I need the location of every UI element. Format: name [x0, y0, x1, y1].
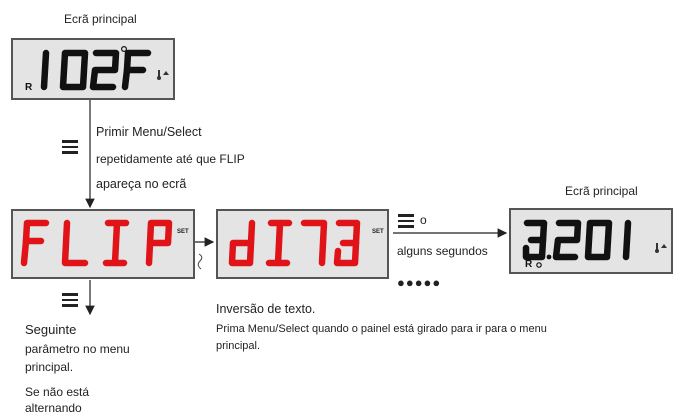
- lcd-display-flipped: SET: [216, 209, 389, 279]
- r-indicator-right: R: [525, 259, 533, 270]
- press-menu-line2: repetidamente até que FLIP: [96, 152, 245, 166]
- segment-text-flipped: [228, 219, 361, 267]
- rotation-icon: [197, 253, 203, 270]
- progress-dots: ●●●●●: [397, 275, 442, 290]
- r-indicator: R: [25, 82, 33, 93]
- inversion-line2: principal.: [216, 340, 261, 352]
- few-seconds-label: alguns segundos: [397, 244, 488, 258]
- next-line2: parâmetro no menu: [25, 342, 130, 356]
- set-indicator: SET: [177, 229, 189, 235]
- press-menu-line1: Primir Menu/Select: [96, 125, 202, 139]
- segment-digits-flipped-temp: [522, 219, 632, 268]
- inversion-title: Inversão de texto.: [216, 302, 316, 316]
- thermometer-icon-right: [655, 243, 667, 253]
- not-toggling-line1: Se não está: [25, 385, 90, 399]
- segment-text-FLIP: [20, 219, 173, 267]
- segment-digits-102F: [40, 45, 152, 91]
- or-label: o: [420, 213, 427, 227]
- press-menu-line3: apareça no ecrã: [96, 177, 187, 191]
- menu-icon: [62, 140, 78, 157]
- next-line1: Seguinte: [25, 322, 77, 337]
- next-line3: principal.: [25, 360, 74, 374]
- inversion-line1: Prima Menu/Select quando o painel está g…: [216, 323, 547, 335]
- lcd-display-temperature-flipped: R: [509, 208, 673, 274]
- main-screen-caption-right: Ecrã principal: [565, 184, 638, 198]
- menu-icon-2: [398, 214, 414, 231]
- main-screen-caption-top: Ecrã principal: [64, 12, 137, 26]
- lcd-display-temperature: R: [11, 38, 175, 100]
- menu-icon-3: [62, 293, 78, 310]
- lcd-display-flip: SET: [11, 209, 195, 279]
- set-indicator-flipped: SET: [372, 229, 384, 235]
- not-toggling-line2: alternando: [25, 401, 82, 415]
- thermometer-icon: [157, 70, 169, 80]
